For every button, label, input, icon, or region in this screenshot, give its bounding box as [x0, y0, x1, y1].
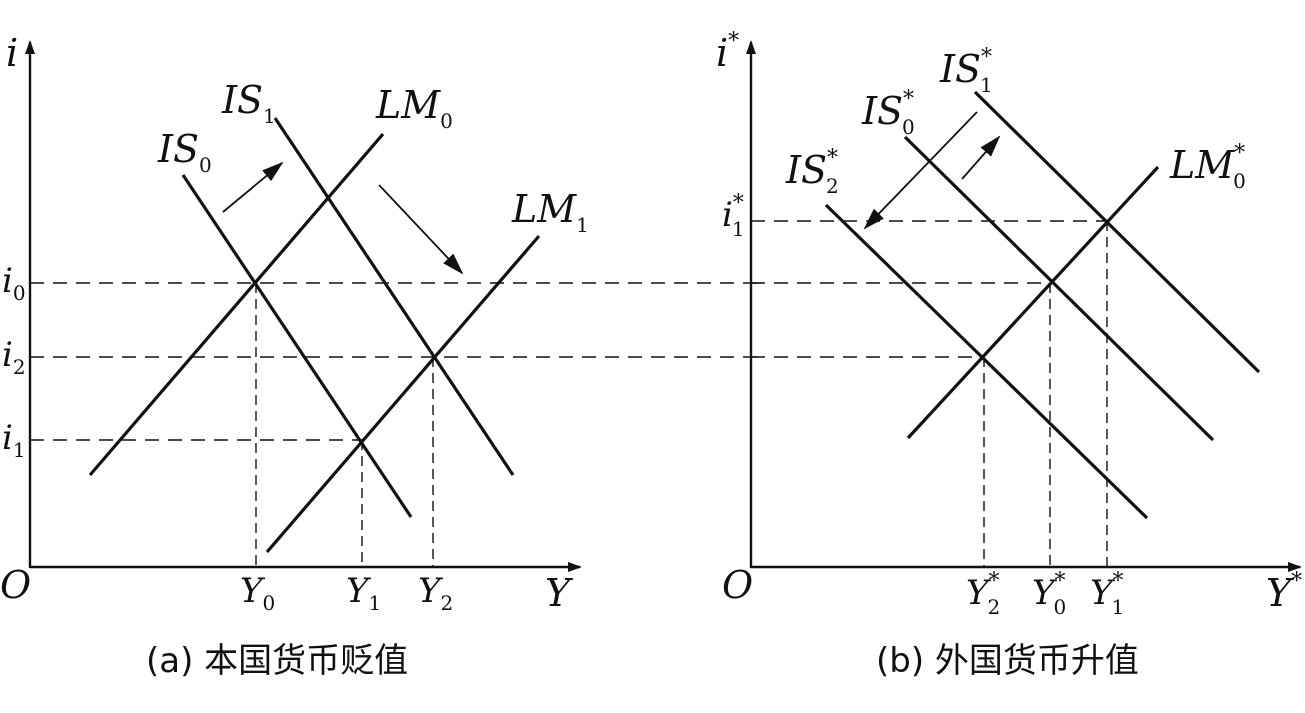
panel-b-is2-curve — [824, 203, 1149, 520]
panel-a-is1-curve — [273, 117, 515, 476]
panel-b-x-axis-label: Y* — [1266, 569, 1302, 615]
panel-a-lm0-curve — [88, 132, 385, 477]
panel-a-y-axis-label: i — [6, 31, 18, 75]
panel-a: IS0 IS1 LM0 LM1 i Y O i0 i2 i1 Y0 Y1 Y2 … — [0, 31, 760, 681]
panel-a-lm0-label: LM0 — [375, 83, 453, 133]
panel-b-caption: (b) 外国货币升值 — [876, 641, 1139, 681]
panel-b-is0-curve — [903, 135, 1215, 442]
panel-b-is2-label: IS*2 — [785, 146, 839, 198]
panel-b-y2-label: Y*2 — [966, 569, 1000, 619]
panel-a-is0-label: IS0 — [157, 127, 212, 177]
panel-b-is0-label: IS*0 — [861, 87, 915, 139]
panel-b-y1-label: Y*1 — [1090, 569, 1124, 619]
panel-b: IS*1 IS*0 IS*2 LM*0 i* Y* O i*1 Y*2 Y*0 … — [716, 29, 1302, 681]
panel-a-i1-label: i1 — [2, 418, 26, 462]
panel-b-lm0-label: LM*0 — [1169, 141, 1246, 193]
panel-a-y1-label: Y1 — [346, 571, 381, 615]
panel-b-y-axis-label: i* — [716, 29, 739, 75]
panel-a-i2-label: i2 — [2, 335, 26, 379]
panel-a-lm-shift-arrow — [378, 184, 464, 275]
panel-a-lm1-curve — [265, 234, 541, 554]
panel-a-caption: (a) 本国货币贬值 — [146, 641, 408, 681]
panel-a-lm1-label: LM1 — [511, 187, 589, 237]
panel-b-lm0-curve — [906, 165, 1160, 440]
panel-b-is1-curve — [973, 90, 1261, 374]
panel-a-is0-curve — [181, 174, 413, 518]
panel-b-is-down-shift-arrow — [863, 111, 978, 230]
panel-a-is-shift-arrow — [222, 161, 284, 213]
panel-a-x-axis-label: Y — [545, 571, 574, 615]
panel-b-is-up-shift-arrow — [961, 135, 1001, 180]
panel-b-is1-label: IS*1 — [939, 45, 993, 97]
panel-a-i0-label: i0 — [2, 261, 26, 305]
panel-a-y0-label: Y0 — [240, 571, 275, 615]
panel-a-origin-label: O — [0, 563, 31, 607]
panel-b-origin-label: O — [722, 563, 753, 607]
panel-b-i1-label: i*1 — [722, 191, 745, 241]
panel-a-y2-label: Y2 — [418, 571, 453, 615]
panel-a-is1-label: IS1 — [221, 78, 276, 128]
panel-b-y0-label: Y*0 — [1032, 569, 1066, 619]
